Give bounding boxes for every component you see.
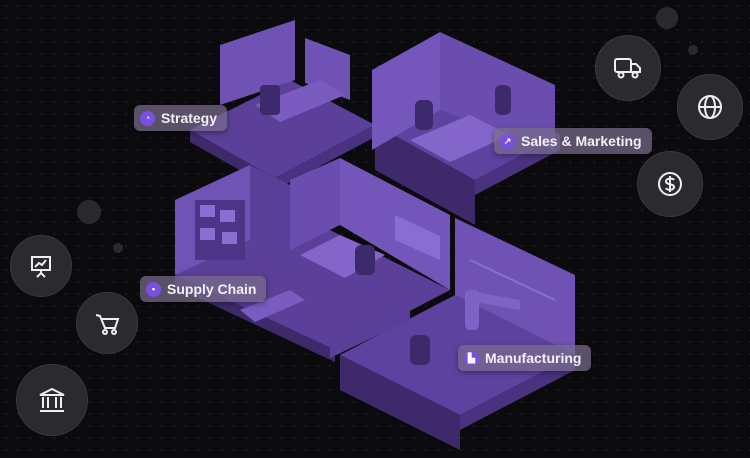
decorative-bubble bbox=[688, 45, 698, 55]
manufacturing-room bbox=[330, 218, 575, 450]
sales-marketing-label[interactable]: ↗ Sales & Marketing bbox=[494, 128, 652, 154]
presentation-chart-icon bbox=[10, 235, 72, 297]
manufacturing-label[interactable]: ▙ Manufacturing bbox=[458, 345, 592, 371]
globe-icon bbox=[677, 74, 743, 140]
decorative-bubble bbox=[656, 7, 678, 29]
decorative-bubble bbox=[77, 200, 101, 224]
dollar-icon bbox=[637, 151, 703, 217]
cart-icon bbox=[76, 292, 138, 354]
decorative-bubble bbox=[113, 243, 123, 253]
trending-up-icon: ↗ bbox=[500, 133, 515, 149]
bank-icon bbox=[16, 364, 88, 436]
truck-icon bbox=[595, 35, 661, 101]
strategy-room bbox=[190, 20, 375, 190]
sales-marketing-label-text: Sales & Marketing bbox=[521, 133, 642, 149]
supply-chain-label-text: Supply Chain bbox=[167, 281, 257, 297]
truck-small-icon: ▪ bbox=[146, 281, 161, 297]
strategy-label-text: Strategy bbox=[161, 110, 218, 126]
sales-room bbox=[372, 32, 560, 225]
factory-icon: ▙ bbox=[464, 350, 479, 366]
manufacturing-label-text: Manufacturing bbox=[485, 350, 582, 366]
supply-chain-label[interactable]: ▪ Supply Chain bbox=[140, 276, 267, 302]
strategy-label[interactable]: ◔ Strategy bbox=[134, 105, 228, 131]
strategy-icon: ◔ bbox=[140, 110, 155, 126]
